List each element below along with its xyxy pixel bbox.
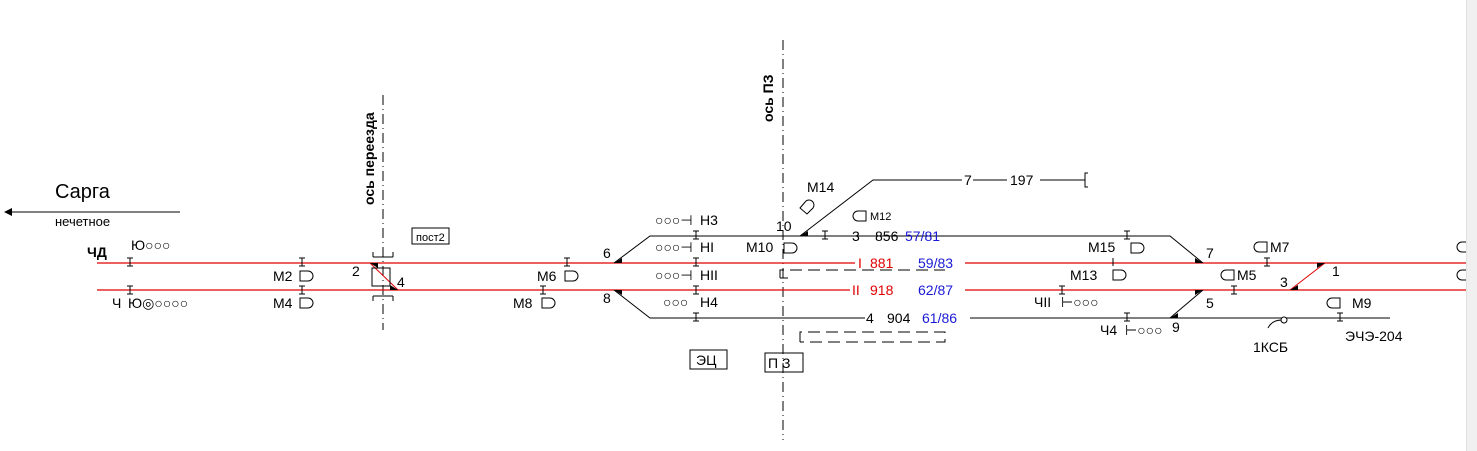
direction-subtitle: нечетное bbox=[55, 214, 110, 229]
track-3-capacity: 57/81 bbox=[905, 228, 940, 244]
switch-6-label[interactable]: 6 bbox=[603, 245, 611, 261]
signal-chd-label: ЧД bbox=[87, 244, 107, 260]
signal-m15-icon[interactable] bbox=[1130, 242, 1145, 254]
switch-points bbox=[370, 231, 1325, 318]
signal-m8-label: М8 bbox=[513, 295, 533, 311]
track-7-number: 7 bbox=[964, 172, 972, 188]
signal-nii-lamps[interactable]: ○○○⊣ bbox=[655, 267, 693, 283]
switch-3-label[interactable]: 3 bbox=[1280, 274, 1288, 290]
track-4-length: 904 bbox=[887, 310, 911, 326]
track-7-dead-end bbox=[1084, 172, 1088, 188]
signal-m2-label: М2 bbox=[273, 268, 293, 284]
signal-m14-icon[interactable] bbox=[799, 199, 815, 215]
track-II-label-bg bbox=[850, 283, 965, 297]
signal-ch4-label: Ч4 bbox=[1100, 322, 1117, 338]
track-I-capacity: 59/83 bbox=[918, 255, 953, 271]
track-4-capacity: 61/86 bbox=[922, 310, 957, 326]
track-3-line[interactable] bbox=[613, 235, 1204, 264]
signal-m13-label: М13 bbox=[1070, 267, 1097, 283]
crossover-5-9[interactable] bbox=[1169, 289, 1204, 319]
crossover-1-3[interactable] bbox=[1289, 262, 1326, 291]
signal-m5-label: М5 bbox=[1237, 267, 1257, 283]
signal-ni-lamps[interactable]: ○○○⊣ bbox=[655, 239, 693, 255]
svg-text:П З: П З bbox=[768, 355, 790, 371]
signal-chii-label: ЧII bbox=[1034, 294, 1051, 310]
switch-1-label[interactable]: 1 bbox=[1332, 263, 1340, 279]
level-crossing[interactable] bbox=[371, 252, 394, 301]
cable-label: 1КСБ bbox=[1253, 339, 1288, 355]
switch-9-label[interactable]: 9 bbox=[1172, 319, 1180, 335]
signal-m13-icon[interactable] bbox=[1112, 269, 1127, 281]
signal-m6-label: М6 bbox=[537, 268, 557, 284]
signal-m4-icon[interactable] bbox=[299, 297, 314, 309]
signal-m15-label: М15 bbox=[1088, 239, 1115, 255]
platform-1-outline bbox=[779, 269, 945, 279]
signal-m6-icon[interactable] bbox=[564, 270, 579, 282]
signal-n3-label: Н3 bbox=[700, 212, 718, 228]
cable-joint-icon bbox=[1280, 316, 1288, 324]
signal-m4-label: М4 bbox=[273, 295, 293, 311]
track-II-length: 918 bbox=[870, 282, 894, 298]
signal-m5-icon[interactable] bbox=[1220, 269, 1235, 281]
signal-m7-label: М7 bbox=[1270, 239, 1290, 255]
signal-m12-label: М12 bbox=[870, 211, 891, 223]
station-name: Сарга bbox=[55, 181, 111, 203]
signal-m14-label: М14 bbox=[807, 179, 834, 195]
switch-7-label[interactable]: 7 bbox=[1206, 245, 1214, 261]
track-II-number: II bbox=[852, 282, 860, 298]
track-I-length: 881 bbox=[870, 255, 894, 271]
platform-2-outline bbox=[799, 331, 946, 343]
switch-4-label[interactable]: 4 bbox=[397, 274, 405, 290]
insulating-joints bbox=[127, 230, 1343, 322]
signal-right-upper-icon[interactable] bbox=[1456, 241, 1467, 253]
cable-line bbox=[1267, 319, 1283, 329]
vertical-scrollbar[interactable] bbox=[1466, 0, 1477, 451]
signal-n4-label: Н4 bbox=[700, 294, 718, 310]
track-I-number: I bbox=[858, 255, 862, 271]
post2-box: пост2 bbox=[411, 227, 450, 245]
signal-ch-lamps[interactable]: Ю◎○○○○ bbox=[128, 295, 188, 311]
svg-text:ЭЦ: ЭЦ bbox=[696, 352, 717, 368]
crossing-axis-label: ось переезда bbox=[361, 112, 377, 205]
switch-10-label[interactable]: 10 bbox=[776, 218, 792, 234]
signal-n4-lamps[interactable]: ○○○ bbox=[663, 294, 688, 310]
track-7-length: 197 bbox=[1010, 172, 1034, 188]
signal-m10-icon[interactable] bbox=[783, 242, 798, 254]
switch-8-label[interactable]: 8 bbox=[603, 290, 611, 306]
track-3-number: 3 bbox=[852, 228, 860, 244]
track-4-number: 4 bbox=[866, 310, 874, 326]
signal-m9-label: М9 bbox=[1352, 295, 1372, 311]
ec-box: ЭЦ bbox=[689, 349, 728, 370]
signal-ch-label: Ч bbox=[112, 295, 121, 311]
signal-ni-label: НI bbox=[700, 239, 714, 255]
track-7-line[interactable] bbox=[799, 179, 1085, 237]
signal-chd-lamps[interactable]: Ю○○○ bbox=[131, 237, 171, 253]
signal-m8-icon[interactable] bbox=[541, 297, 556, 309]
switch-2-label[interactable]: 2 bbox=[352, 263, 360, 279]
track-4-line[interactable] bbox=[613, 289, 1390, 319]
signal-m2-icon[interactable] bbox=[299, 270, 314, 282]
signal-ch4-lamps[interactable]: ⊢○○○ bbox=[1125, 322, 1163, 338]
substation-label: ЭЧЭ-204 bbox=[1345, 328, 1403, 344]
pz-box: П З bbox=[764, 352, 804, 373]
switch-5-label[interactable]: 5 bbox=[1206, 295, 1214, 311]
svg-text:пост2: пост2 bbox=[416, 232, 445, 244]
signal-n3-lamps[interactable]: ○○○⊣ bbox=[655, 212, 693, 228]
pz-axis-label: ось ПЗ bbox=[760, 74, 776, 122]
signal-right-lower-icon[interactable] bbox=[1456, 269, 1467, 281]
track-II-capacity: 62/87 bbox=[918, 282, 953, 298]
track-I-label-bg bbox=[855, 256, 965, 270]
arrow-left-icon bbox=[4, 208, 12, 216]
signal-nii-label: НII bbox=[700, 267, 718, 283]
track-4-label-bg bbox=[865, 311, 970, 325]
signal-m9-icon[interactable] bbox=[1326, 297, 1341, 309]
signal-m12-icon[interactable] bbox=[852, 210, 867, 222]
signal-m10-label: М10 bbox=[746, 239, 773, 255]
signal-m7-icon[interactable] bbox=[1253, 241, 1268, 253]
direction-indicator: Сарга нечетное bbox=[4, 181, 180, 229]
signal-chii-lamps[interactable]: ⊢○○○ bbox=[1061, 294, 1099, 310]
track-3-length: 856 bbox=[875, 228, 899, 244]
